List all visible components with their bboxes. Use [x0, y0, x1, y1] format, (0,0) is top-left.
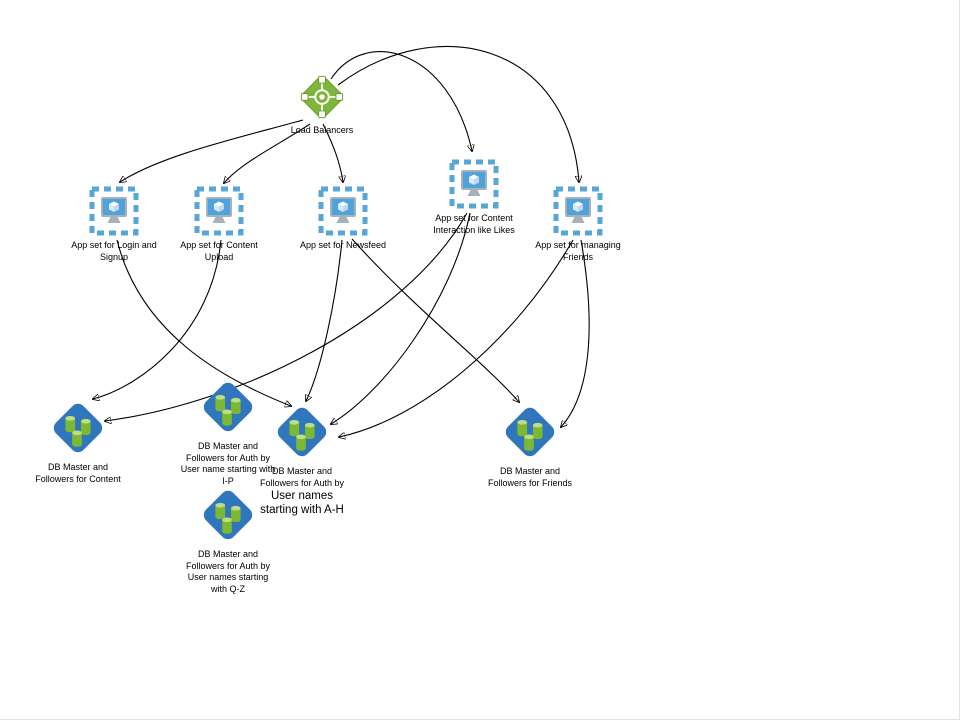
node-label: DB Master and Followers for Auth by User…	[180, 441, 276, 487]
node-label: App set for Content Interaction like Lik…	[433, 213, 515, 235]
app-set-icon	[552, 185, 604, 237]
node-label: App set for Content Upload	[180, 240, 258, 262]
node-label: App set for Newsfeed	[299, 240, 387, 250]
node-label: DB Master and Followers for Content	[35, 462, 121, 484]
node-app-set-managing-friends[interactable]: App set for managing Friends	[526, 185, 630, 263]
node-label: App set for managing Friends	[535, 240, 621, 262]
node-app-set-newsfeed[interactable]: App set for Newsfeed	[291, 185, 395, 252]
node-load-balancers[interactable]: Load Balancers	[270, 72, 374, 137]
database-icon	[197, 376, 259, 438]
app-set-icon	[317, 185, 369, 237]
node-app-set-content-interaction[interactable]: App set for Content Interaction like Lik…	[422, 158, 526, 236]
database-icon	[197, 484, 259, 546]
node-label: DB Master and Followers for Auth by User…	[254, 466, 350, 518]
app-set-icon	[88, 185, 140, 237]
database-icon	[47, 397, 109, 459]
edge-app-newsfeed-to-db-ah	[306, 239, 343, 401]
node-label-small: DB Master and Followers for Auth by	[259, 466, 345, 488]
node-label: Load Balancers	[290, 125, 354, 135]
node-label: DB Master and Followers for Auth by User…	[185, 549, 271, 595]
node-db-auth-q-z[interactable]: DB Master and Followers for Auth by User…	[180, 484, 276, 596]
database-icon	[499, 401, 561, 463]
app-set-icon	[193, 185, 245, 237]
edge-app-friends-to-db-friends	[561, 239, 590, 427]
app-set-icon	[448, 158, 500, 210]
database-icon	[271, 401, 333, 463]
node-label: DB Master and Followers for Friends	[487, 466, 573, 488]
node-app-set-content-upload[interactable]: App set for Content Upload	[167, 185, 271, 263]
node-label: App set for Login and Signup	[71, 240, 157, 262]
node-label-large: User names starting with A-H	[260, 490, 344, 517]
load-balancer-icon	[297, 72, 347, 122]
edge-app-newsfeed-to-db-friends	[351, 238, 519, 402]
node-app-set-login-signup[interactable]: App set for Login and Signup	[62, 185, 166, 263]
node-db-auth-a-h[interactable]: DB Master and Followers for Auth by User…	[254, 401, 350, 518]
node-db-auth-i-p[interactable]: DB Master and Followers for Auth by User…	[180, 376, 276, 488]
node-db-content[interactable]: DB Master and Followers for Content	[30, 397, 126, 485]
node-db-friends[interactable]: DB Master and Followers for Friends	[482, 401, 578, 489]
